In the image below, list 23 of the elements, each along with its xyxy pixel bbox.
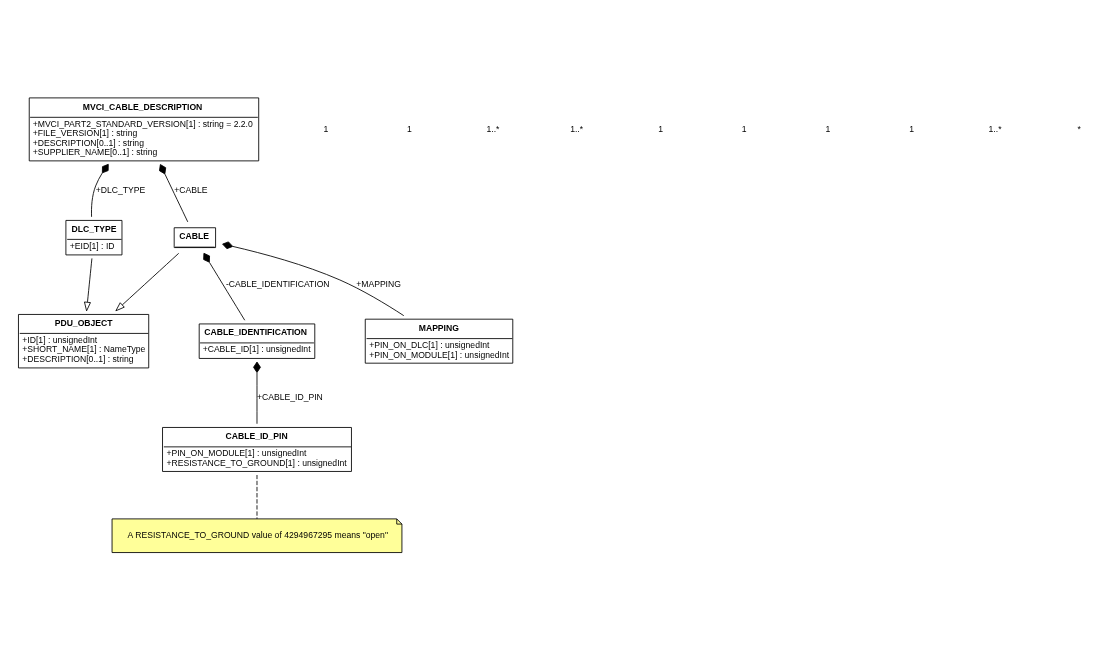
label: * [1077, 123, 1081, 134]
connector [222, 240, 405, 316]
edge-label: -CABLE_IDENTIFICATION [225, 278, 330, 289]
connector [256, 474, 258, 519]
label: 1 [909, 123, 914, 134]
connector [159, 163, 189, 222]
label: 1..* [486, 123, 500, 134]
label: 1 [658, 123, 663, 134]
edge-label: +CABLE_ID_PIN [256, 391, 323, 402]
arrow [115, 252, 180, 311]
edge-label: +MAPPING [356, 278, 401, 289]
connector [91, 163, 109, 217]
label: 1 [407, 123, 412, 134]
edge-label: +CABLE [174, 184, 208, 195]
label: 1 [323, 123, 329, 134]
label: 1 [741, 123, 747, 134]
label: 1..* [570, 123, 584, 134]
connector [203, 252, 246, 321]
arrow [84, 257, 93, 311]
label: 1..* [988, 123, 1002, 134]
connector [253, 361, 261, 424]
label: 1 [825, 123, 831, 134]
edge-label: +DLC_TYPE [95, 184, 146, 195]
